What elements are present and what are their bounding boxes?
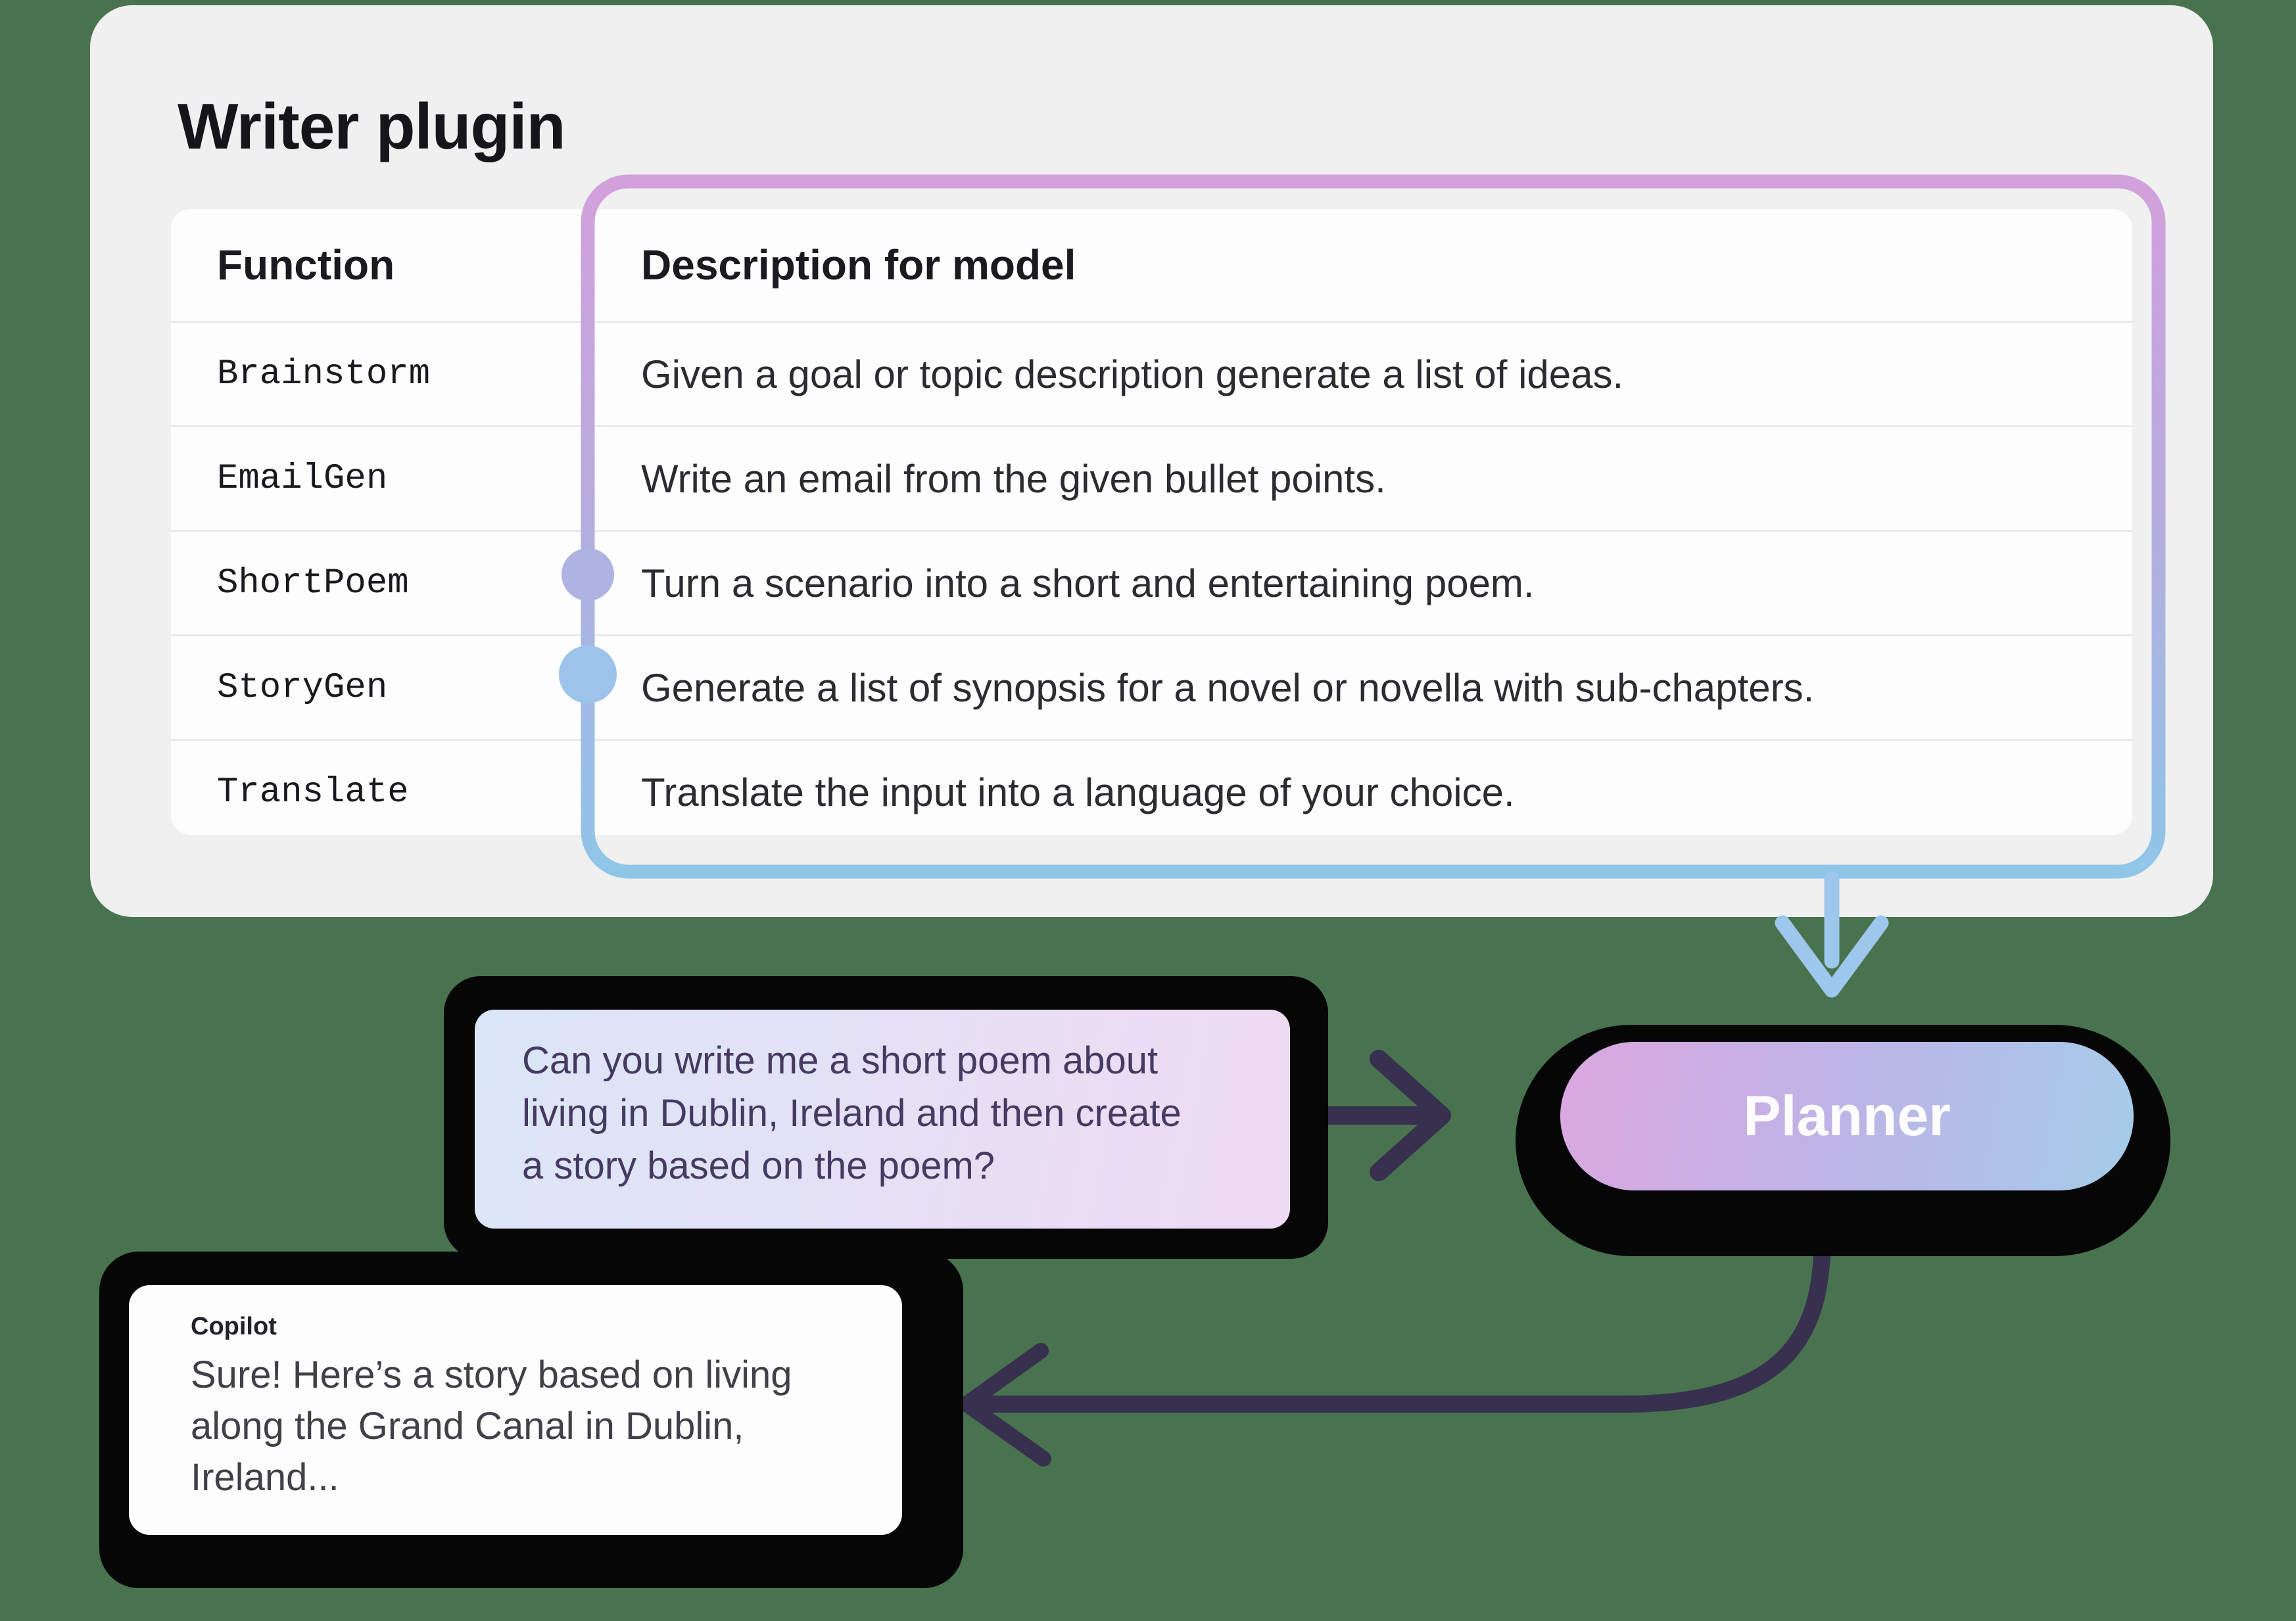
- function-name: EmailGen: [217, 458, 388, 499]
- function-name: Brainstorm: [217, 354, 431, 394]
- function-description: Translate the input into a language of y…: [641, 770, 1515, 814]
- function-description: Given a goal or topic description genera…: [641, 352, 1624, 396]
- copilot-message-sticker: Copilot Sure! Here’s a story based on li…: [99, 1252, 963, 1588]
- function-name: ShortPoem: [217, 563, 409, 603]
- user-message-text: Can you write me a short poem about livi…: [522, 1039, 1182, 1187]
- right-arrow-icon: [1318, 1050, 1451, 1181]
- function-table: Function Description for model Brainstor…: [171, 209, 2132, 835]
- copilot-message-text: Sure! Here’s a story based on living alo…: [191, 1353, 792, 1499]
- planner-node-sticker: Planner: [1516, 1025, 2170, 1256]
- function-description: Turn a scenario into a short and enterta…: [641, 561, 1535, 605]
- function-description: Generate a list of synopsis for a novel …: [641, 665, 1815, 710]
- copilot-message-bubble: Copilot Sure! Here’s a story based on li…: [129, 1285, 902, 1535]
- return-arrow-head-icon: [959, 1343, 1051, 1467]
- writer-plugin-card: Writer plugin Function Description for m…: [90, 5, 2213, 917]
- column-header-description: Description for model: [641, 241, 1076, 289]
- table-row-emailgen: EmailGen Write an email from the given b…: [171, 425, 2132, 530]
- down-arrow-head-icon: [1775, 915, 1889, 998]
- planner-label: Planner: [1743, 1084, 1951, 1148]
- table-header-row: Function Description for model: [171, 209, 2132, 321]
- function-name: StoryGen: [217, 667, 388, 708]
- user-message-bubble: Can you write me a short poem about livi…: [475, 1010, 1290, 1229]
- copilot-author-label: Copilot: [191, 1313, 277, 1340]
- planner-node: Planner: [1560, 1042, 2134, 1190]
- user-message-sticker: Can you write me a short poem about livi…: [444, 976, 1328, 1259]
- table-row-shortpoem: ShortPoem Turn a scenario into a short a…: [171, 530, 2132, 634]
- function-name: Translate: [217, 772, 409, 812]
- function-description: Write an email from the given bullet poi…: [641, 456, 1386, 501]
- table-row-storygen: StoryGen Generate a list of synopsis for…: [171, 634, 2132, 739]
- column-header-function: Function: [217, 241, 395, 289]
- table-row-translate: Translate Translate the input into a lan…: [171, 739, 2132, 835]
- card-title: Writer plugin: [178, 90, 565, 162]
- table-row-brainstorm: Brainstorm Given a goal or topic descrip…: [171, 321, 2132, 425]
